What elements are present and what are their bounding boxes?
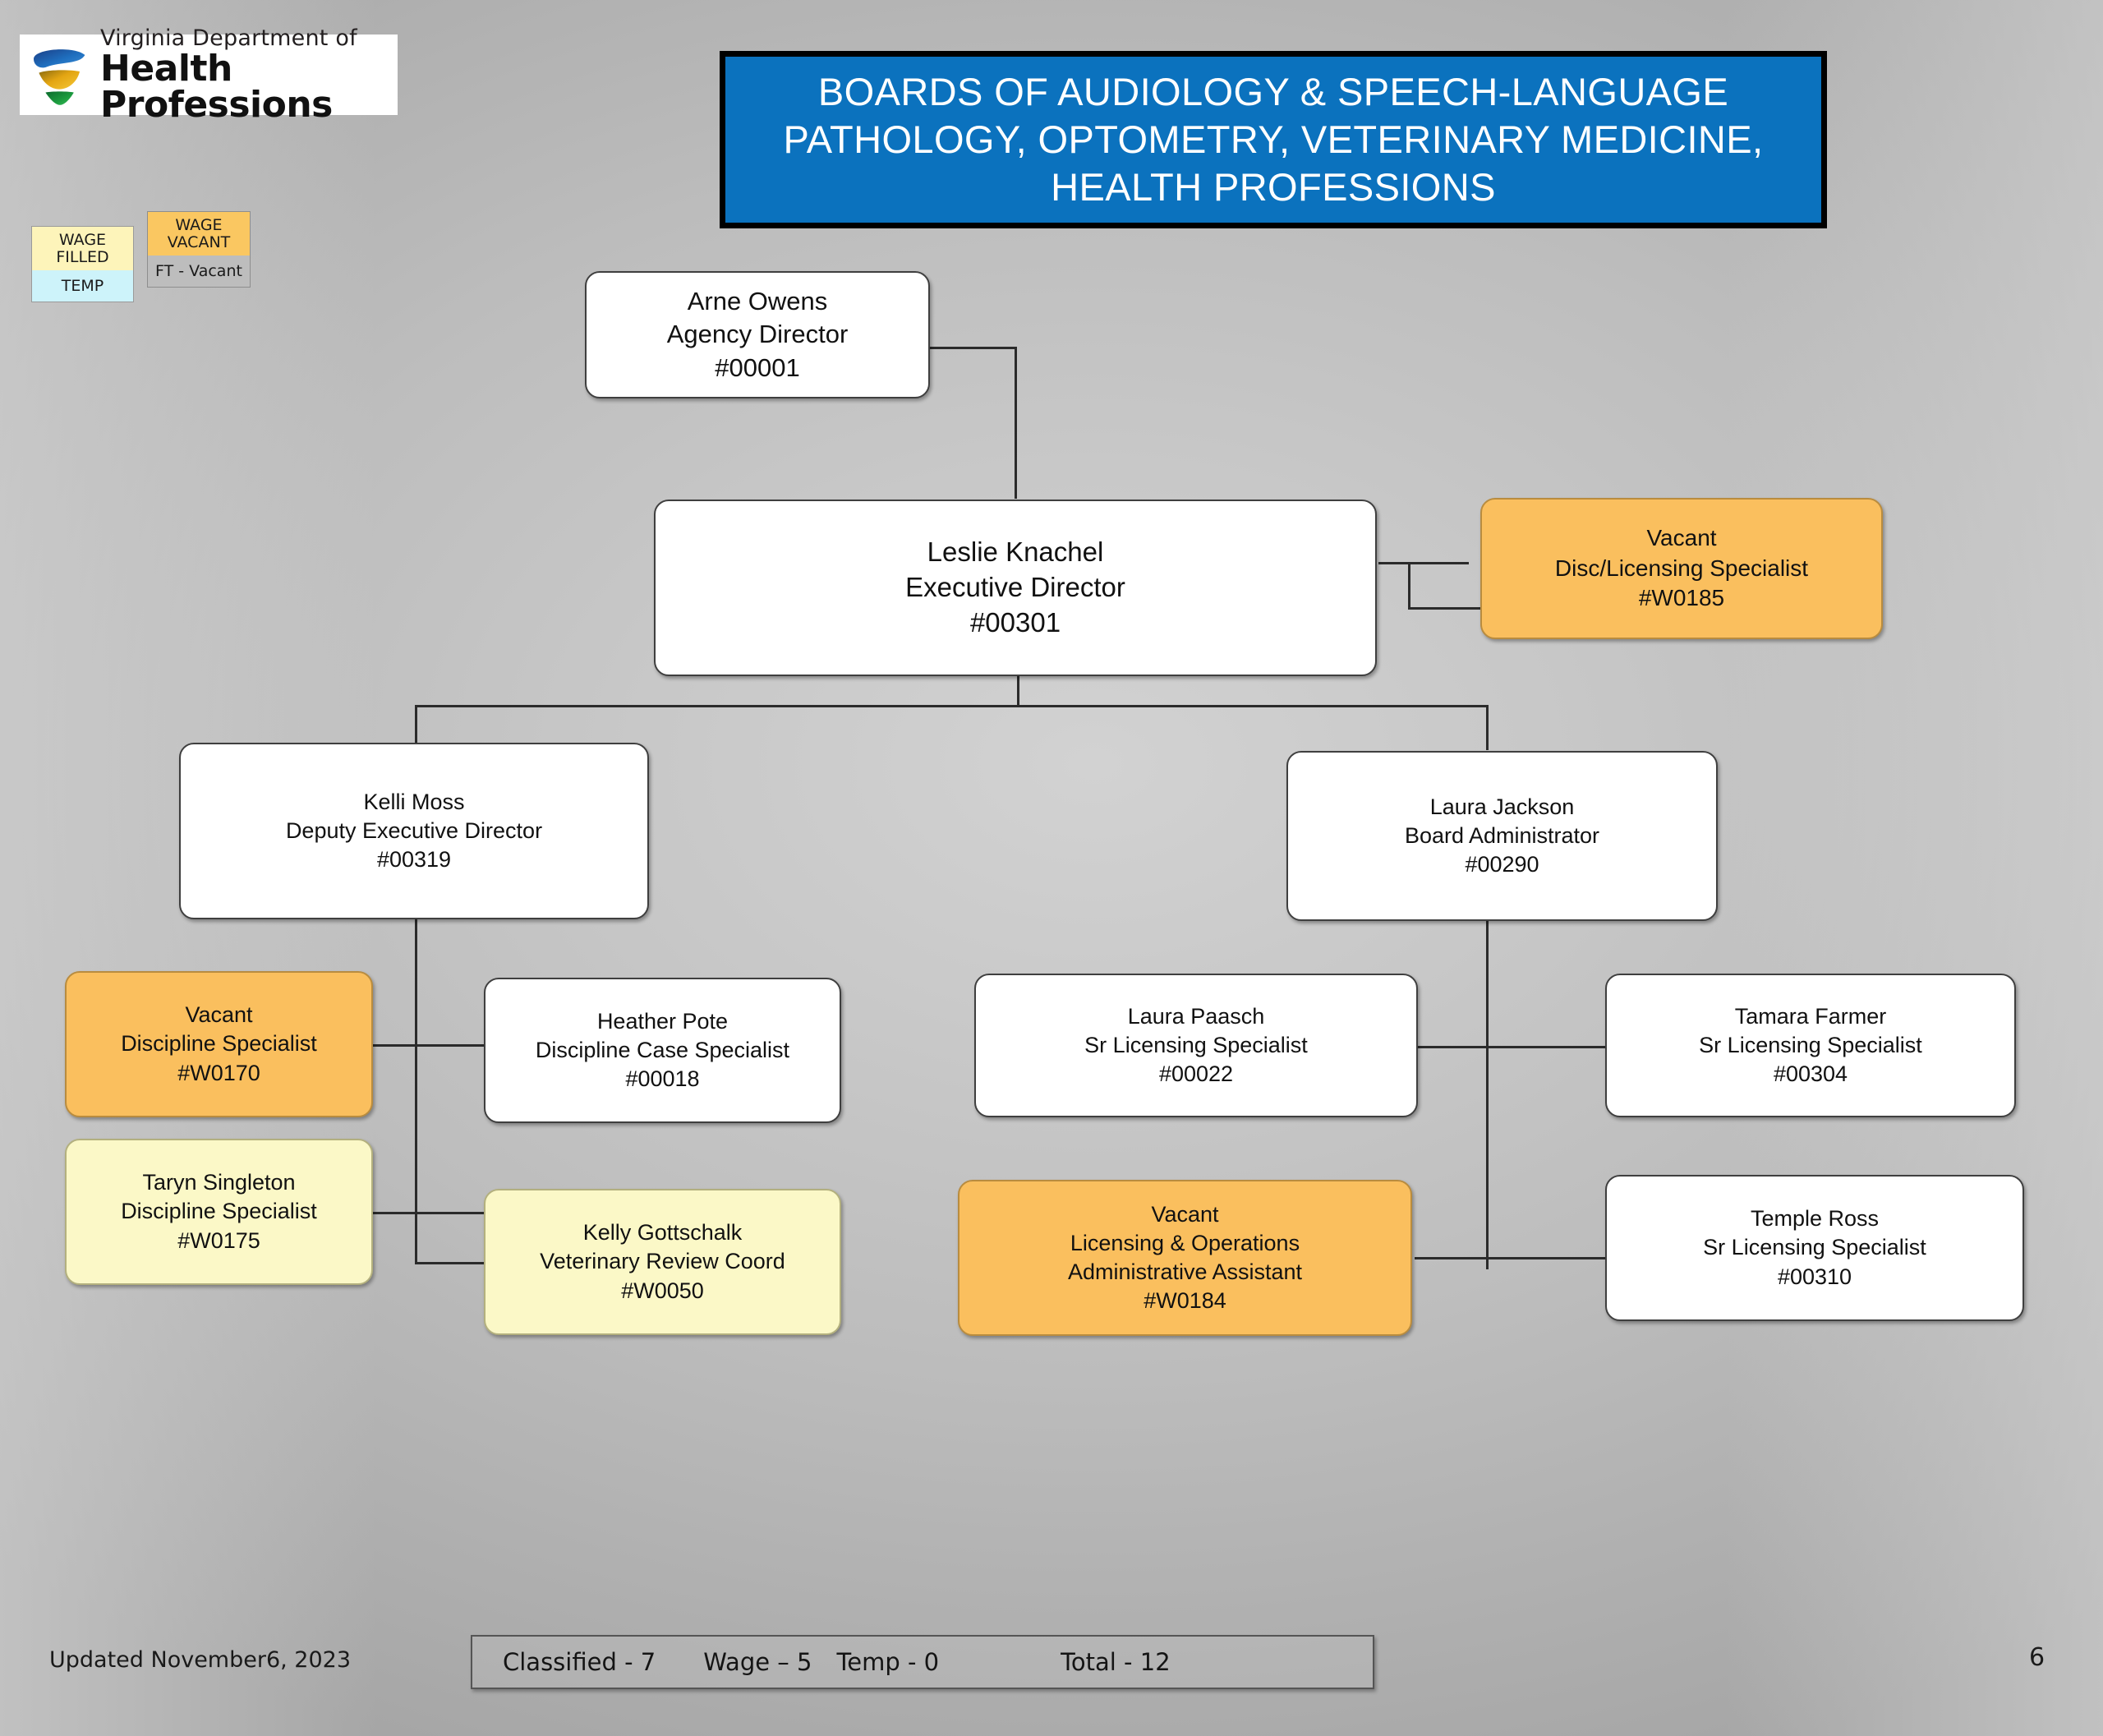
node-name: Kelly Gottschalk (582, 1220, 743, 1246)
node-name: Vacant (185, 1002, 253, 1028)
page-number: 6 (2029, 1643, 2045, 1672)
node-title: Discipline Specialist (121, 1031, 317, 1057)
node-veterinary-review-coord[interactable]: Kelly Gottschalk Veterinary Review Coord… (484, 1189, 841, 1335)
connector-director-to-exec-h (927, 347, 1017, 349)
node-title: Veterinary Review Coord (540, 1249, 785, 1274)
connector-to-board-admin-v (1486, 705, 1489, 750)
node-name: Laura Jackson (1429, 794, 1575, 819)
vdhp-swoosh-icon (34, 49, 85, 105)
connector-director-to-exec-v (1015, 347, 1017, 499)
legend-column-vacant: WAGE VACANT FT - Vacant (147, 211, 251, 288)
connector-board-trunk-v (1486, 920, 1489, 1269)
node-name: Heather Pote (596, 1008, 729, 1034)
node-title: Executive Director (905, 572, 1125, 603)
node-title: Licensing & Operations (1070, 1230, 1300, 1255)
node-name: Kelli Moss (363, 789, 465, 814)
connector-board-branch-1 (1415, 1046, 1612, 1048)
node-number: #W0170 (177, 1060, 260, 1085)
node-number: #00018 (625, 1066, 700, 1092)
node-licensing-operations-admin-assistant-vacant[interactable]: Vacant Licensing & Operations Administra… (958, 1180, 1412, 1336)
legend-column-filled: WAGE FILLED TEMP (31, 226, 134, 303)
node-number: #W0050 (621, 1278, 704, 1303)
node-sr-licensing-specialist-paasch[interactable]: Laura Paasch Sr Licensing Specialist #00… (974, 974, 1418, 1117)
node-number: #W0185 (1638, 585, 1725, 611)
node-sr-licensing-specialist-farmer[interactable]: Tamara Farmer Sr Licensing Specialist #0… (1605, 974, 2016, 1117)
connector-exec-to-disc-h1 (1378, 562, 1469, 564)
connector-exec-trunk-v (1017, 674, 1019, 707)
title-banner: BOARDS OF AUDIOLOGY & SPEECH-LANGUAGE PA… (720, 51, 1827, 228)
node-discipline-case-specialist[interactable]: Heather Pote Discipline Case Specialist … (484, 978, 841, 1123)
node-number: #00290 (1465, 852, 1539, 877)
node-title: Sr Licensing Specialist (1084, 1032, 1308, 1057)
banner-title: BOARDS OF AUDIOLOGY & SPEECH-LANGUAGE PA… (783, 70, 1764, 209)
legend-temp: TEMP (32, 270, 133, 302)
node-name: Laura Paasch (1127, 1003, 1265, 1029)
legend: WAGE FILLED TEMP WAGE VACANT FT - Vacant (31, 211, 251, 303)
logo-line-2: Health Professions (100, 47, 333, 126)
node-name: Vacant (1646, 525, 1717, 551)
node-number: #00001 (715, 352, 800, 382)
legend-wage-vacant: WAGE VACANT (148, 212, 250, 256)
node-number: #00310 (1777, 1264, 1852, 1289)
connector-exec-to-disc-h2 (1408, 607, 1484, 610)
summary-wage: Wage – 5 (703, 1648, 812, 1676)
node-number: #00301 (969, 606, 1061, 638)
node-name: Taryn Singleton (142, 1170, 296, 1195)
connector-exec-children-h (415, 705, 1489, 707)
node-name: Temple Ross (1750, 1206, 1880, 1232)
node-name: Arne Owens (687, 287, 828, 316)
node-name: Leslie Knachel (927, 536, 1104, 568)
node-title: Deputy Executive Director (285, 817, 543, 843)
node-title: Sr Licensing Specialist (1703, 1235, 1926, 1260)
connector-to-deputy-v (415, 705, 417, 743)
node-number: #00304 (1773, 1061, 1848, 1087)
connector-deputy-branch-3 (415, 1262, 491, 1264)
node-name: Tamara Farmer (1734, 1003, 1887, 1029)
summary-classified: Classified - 7 (503, 1648, 656, 1676)
legend-ft-vacant: FT - Vacant (148, 256, 250, 288)
node-title: Sr Licensing Specialist (1699, 1032, 1922, 1057)
node-number: #00022 (1158, 1061, 1234, 1087)
node-sr-licensing-specialist-ross[interactable]: Temple Ross Sr Licensing Specialist #003… (1605, 1175, 2024, 1321)
legend-wage-filled: WAGE FILLED (32, 227, 133, 271)
logo-line-1: Virginia Department of (100, 25, 357, 51)
node-title: Discipline Specialist (121, 1199, 317, 1224)
connector-board-branch-2 (1415, 1257, 1612, 1259)
node-title-2: Administrative Assistant (1067, 1259, 1303, 1284)
node-discipline-specialist-singleton[interactable]: Taryn Singleton Discipline Specialist #W… (65, 1139, 373, 1285)
node-discipline-specialist-vacant[interactable]: Vacant Discipline Specialist #W0170 (65, 971, 373, 1117)
node-deputy-executive-director[interactable]: Kelli Moss Deputy Executive Director #00… (179, 743, 649, 919)
vdhp-logo: Virginia Department of Health Profession… (20, 27, 398, 122)
node-title: Agency Director (666, 320, 849, 349)
node-number: #W0184 (1144, 1288, 1226, 1314)
node-title: Discipline Case Specialist (535, 1037, 790, 1062)
summary-temp: Temp - 0 (836, 1648, 940, 1676)
connector-deputy-trunk-v (415, 907, 417, 1264)
updated-date: Updated November6, 2023 (49, 1647, 352, 1673)
connector-exec-to-disc-v (1408, 562, 1410, 610)
node-executive-director[interactable]: Leslie Knachel Executive Director #00301 (654, 500, 1377, 676)
node-name: Vacant (1151, 1201, 1219, 1227)
node-number: #00319 (376, 847, 452, 873)
node-disc-licensing-specialist-vacant[interactable]: Vacant Disc/Licensing Specialist #W0185 (1480, 498, 1883, 639)
node-board-administrator[interactable]: Laura Jackson Board Administrator #00290 (1286, 751, 1718, 921)
node-title: Board Administrator (1404, 822, 1600, 848)
summary-box: Classified - 7 Wage – 5 Temp - 0 Total -… (471, 1635, 1374, 1689)
node-title: Disc/Licensing Specialist (1554, 555, 1809, 581)
node-agency-director[interactable]: Arne Owens Agency Director #00001 (585, 271, 930, 398)
node-number: #W0175 (177, 1227, 260, 1253)
summary-total: Total - 12 (1061, 1648, 1171, 1676)
